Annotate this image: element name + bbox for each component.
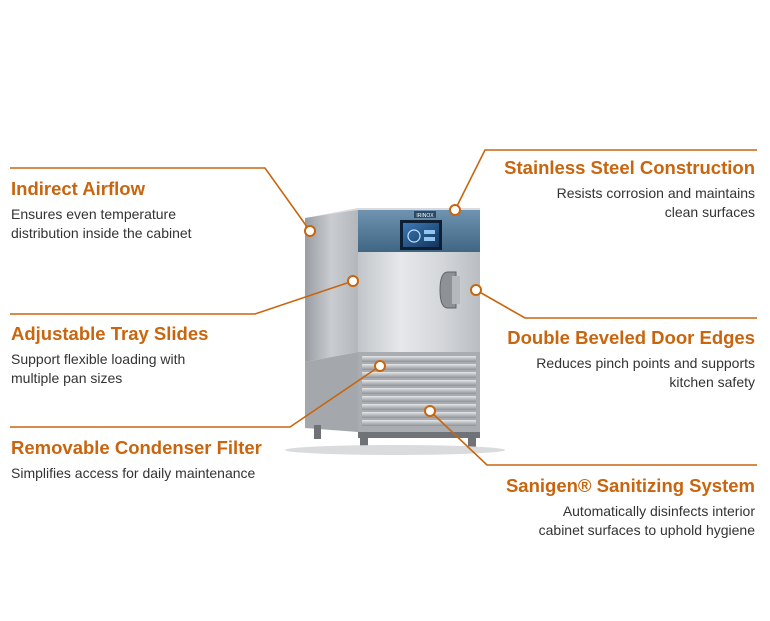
leader-line-condenser-filter bbox=[10, 365, 381, 428]
marker-dot bbox=[374, 360, 386, 372]
marker-dot bbox=[424, 405, 436, 417]
screen-dial-icon bbox=[407, 229, 421, 243]
callout-title: Removable Condenser Filter bbox=[11, 437, 262, 458]
callout-description: Resists corrosion and maintains clean su… bbox=[504, 184, 755, 222]
callout-description-line: Automatically disinfects interior bbox=[562, 503, 755, 519]
leader-lines bbox=[10, 149, 757, 466]
marker-dot bbox=[347, 275, 359, 287]
callout-indirect-airflow: Indirect Airflow Ensures even temperatur… bbox=[11, 178, 192, 243]
foot bbox=[360, 436, 368, 452]
grille-slat bbox=[362, 372, 476, 378]
leader-line-indirect-airflow bbox=[10, 167, 311, 232]
cabinet-base bbox=[358, 432, 480, 438]
callout-description: Reduces pinch points and supports kitche… bbox=[507, 354, 755, 392]
callout-description-line: clean surfaces bbox=[664, 204, 755, 220]
screen-button bbox=[424, 237, 435, 241]
floor-shadow bbox=[285, 445, 505, 455]
callout-description: Ensures even temperature distribution in… bbox=[11, 205, 192, 243]
leader-line-tray-slides bbox=[10, 280, 354, 315]
foot bbox=[468, 436, 476, 452]
foot bbox=[314, 425, 321, 439]
callout-description-line: Simplifies access for daily maintenance bbox=[11, 465, 256, 481]
door-handle-grip bbox=[452, 276, 460, 304]
callout-sanigen-sanitizing-system: Sanigen® Sanitizing System Automatically… bbox=[506, 475, 755, 540]
callout-description-line: kitchen safety bbox=[669, 374, 755, 390]
callout-title: Indirect Airflow bbox=[11, 178, 145, 199]
callout-description: Automatically disinfects interior cabine… bbox=[506, 502, 755, 540]
grille-slat bbox=[362, 420, 476, 426]
callout-description-line: Resists corrosion and maintains bbox=[556, 185, 755, 201]
callout-title: Adjustable Tray Slides bbox=[11, 323, 209, 344]
callout-title: Sanigen® Sanitizing System bbox=[505, 475, 755, 496]
touchscreen[interactable] bbox=[403, 223, 439, 247]
callout-description-line: distribution inside the cabinet bbox=[11, 225, 192, 241]
grille-slat bbox=[362, 364, 476, 370]
cabinet-left-side bbox=[305, 210, 358, 362]
callout-removable-condenser-filter: Removable Condenser Filter Simplifies ac… bbox=[11, 437, 262, 483]
condenser-grille bbox=[362, 356, 476, 426]
callout-description-line: multiple pan sizes bbox=[11, 370, 123, 386]
grille-slat bbox=[362, 388, 476, 394]
callout-description-line: Support flexible loading with bbox=[11, 351, 186, 367]
grille-slat bbox=[362, 356, 476, 362]
leader-line-sanigen bbox=[429, 410, 757, 466]
brand-plate bbox=[414, 211, 436, 218]
marker-dot bbox=[470, 284, 482, 296]
callout-description-line: Reduces pinch points and supports bbox=[536, 355, 755, 371]
cabinet-left-side-lower bbox=[305, 352, 358, 432]
marker-dot bbox=[449, 204, 461, 216]
grille-slat bbox=[362, 404, 476, 410]
callout-description: Support flexible loading with multiple p… bbox=[11, 350, 208, 388]
callout-description: Simplifies access for daily maintenance bbox=[11, 464, 262, 483]
callout-adjustable-tray-slides: Adjustable Tray Slides Support flexible … bbox=[11, 323, 208, 388]
callout-title: Stainless Steel Construction bbox=[504, 157, 755, 178]
callout-description-line: Ensures even temperature bbox=[11, 206, 176, 222]
callout-markers bbox=[304, 204, 482, 417]
leader-line-door-edges bbox=[475, 289, 757, 319]
callout-double-beveled-door-edges: Double Beveled Door Edges Reduces pinch … bbox=[507, 327, 755, 392]
marker-dot bbox=[304, 225, 316, 237]
callout-description-line: cabinet surfaces to uphold hygiene bbox=[538, 522, 755, 538]
brand-label: IRINOX bbox=[416, 213, 434, 219]
callout-title: Double Beveled Door Edges bbox=[507, 327, 755, 348]
grille-slat bbox=[362, 396, 476, 402]
grille-slat bbox=[362, 412, 476, 418]
leader-line-stainless-steel bbox=[454, 149, 757, 211]
screen-button bbox=[424, 230, 435, 234]
callout-stainless-steel-construction: Stainless Steel Construction Resists cor… bbox=[504, 157, 755, 222]
grille-slat bbox=[362, 380, 476, 386]
